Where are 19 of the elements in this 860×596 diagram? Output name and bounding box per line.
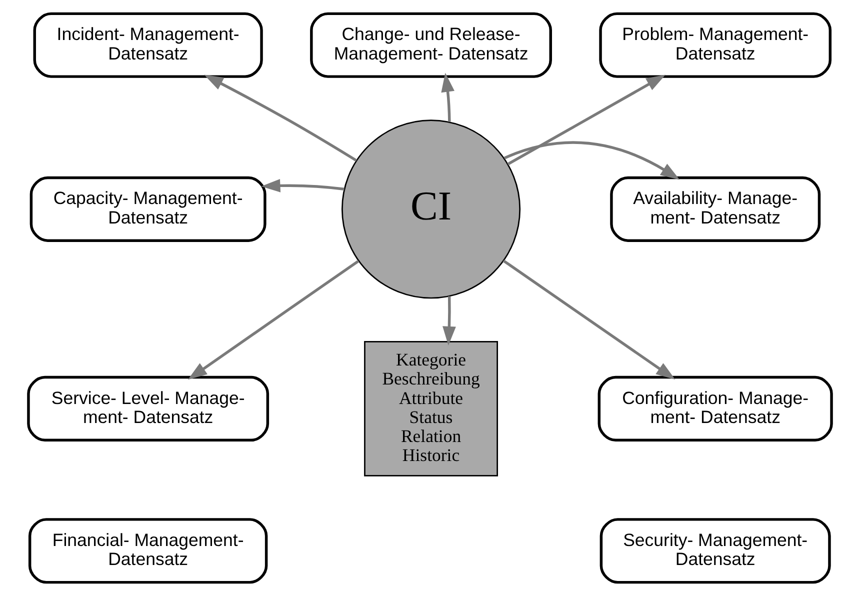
node-box: Configuration- Manage- ment- Datensatz bbox=[598, 376, 833, 442]
node-box: Security- Management- Datensatz bbox=[600, 518, 831, 584]
arrow bbox=[441, 72, 454, 122]
node-circle: CI bbox=[342, 120, 521, 299]
node-box: Problem- Management- Datensatz bbox=[599, 12, 832, 78]
node-box: Service- Level- Manage- ment- Datensatz bbox=[27, 376, 270, 442]
node-box: Change- und Release- Management- Datensatz bbox=[310, 12, 552, 78]
arrow bbox=[502, 260, 676, 380]
arrow bbox=[442, 296, 456, 346]
node-box: Financial- Management- Datensatz bbox=[28, 518, 268, 584]
arrow bbox=[261, 178, 344, 192]
arrow bbox=[507, 74, 666, 166]
arrow bbox=[504, 141, 680, 180]
arrow bbox=[188, 260, 360, 380]
node-box: Incident- Management- Datensatz bbox=[33, 12, 263, 78]
node-box: Availability- Manage- ment- Datensatz bbox=[610, 176, 821, 242]
node-box: Kategorie Beschreibung Attribute Status Relation Historic bbox=[364, 341, 498, 476]
arrow bbox=[204, 74, 358, 162]
node-box: Capacity- Management- Datensatz bbox=[30, 176, 266, 242]
